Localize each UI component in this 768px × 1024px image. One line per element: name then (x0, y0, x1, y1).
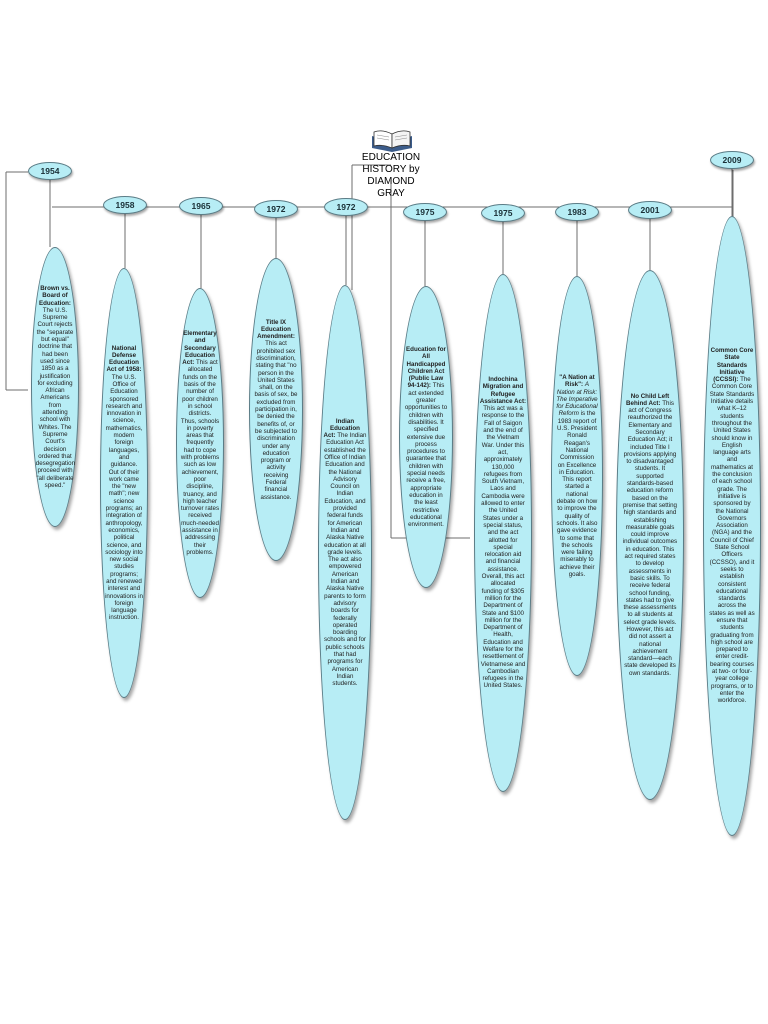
year-label: 1965 (179, 197, 223, 215)
event-description: Title IX Education Amendment: This act p… (254, 319, 297, 501)
event-ellipse (703, 216, 761, 836)
event-heading: Education for All Handicapped Children A… (406, 346, 446, 390)
year-label: 1975 (481, 204, 525, 222)
event-description: Brown vs. Board of Education: The U.S. S… (35, 285, 76, 490)
event-body: This act allocated funds on the basis of… (180, 359, 220, 556)
year-label: 1958 (103, 196, 147, 214)
event-description: "A Nation at Risk": A Nation at Risk: Th… (556, 374, 598, 578)
event-body: This act extended greater opportunities … (404, 382, 448, 529)
event-body: This act was a response to the Fall of S… (480, 405, 526, 690)
event-ellipse (399, 286, 453, 588)
event-heading: Indian Education Act: (323, 417, 360, 440)
event-ellipse (616, 270, 684, 800)
event-ellipse (176, 288, 224, 598)
diagram-title: EDUCATION HISTORY by DIAMOND GRAY (361, 152, 421, 199)
year-label: 2001 (628, 201, 672, 219)
event-description: National Defense Education Act of 1958: … (105, 345, 143, 622)
event-heading: Title IX Education Amendment: (257, 318, 295, 341)
event-body: This act prohibited sex discrimination, … (254, 340, 298, 501)
year-label: 1972 (324, 198, 368, 216)
event-ellipse (318, 285, 372, 820)
open-book-icon (370, 128, 414, 152)
event-body: The U.S. Supreme Court rejects the "sepa… (35, 306, 76, 490)
event-description: Indochina Migration and Refugee Assistan… (480, 376, 526, 690)
year-label: 1983 (555, 203, 599, 221)
event-body: This act of Congress reauthorized the El… (622, 399, 678, 677)
event-ellipse (551, 276, 603, 676)
event-description: No Child Left Behind Act: This act of Co… (623, 393, 677, 678)
year-label: 1972 (254, 200, 298, 218)
event-description: Elementary and Secondary Education Act: … (181, 330, 219, 556)
year-label: 2009 (710, 151, 754, 169)
event-body: The Common Core State Standards Initiati… (709, 376, 755, 705)
event-heading: Brown vs. Board of Education: (39, 285, 71, 307)
event-heading: National Defense Education Act of 1958: (106, 344, 142, 374)
event-heading: Elementary and Secondary Education Act: (182, 330, 217, 367)
event-body: The U.S. Office of Education sponsored r… (105, 373, 143, 622)
event-heading: No Child Left Behind Act: (626, 392, 670, 407)
event-ellipse (249, 258, 303, 561)
event-ellipse (100, 268, 148, 698)
event-heading: Indochina Migration and Refugee Assistan… (479, 376, 527, 405)
event-heading: "A Nation at Risk": (559, 374, 595, 389)
event-description: Education for All Handicapped Children A… (404, 346, 447, 528)
event-heading: Common Core State Standards Initiative (… (710, 347, 754, 384)
event-report-title: A Nation at Risk: The Imperative for Edu… (556, 381, 598, 418)
year-label: 1975 (403, 203, 447, 221)
event-ellipse (474, 274, 532, 792)
event-body: is the 1983 report of U.S. President Ron… (556, 410, 598, 579)
event-description: Common Core State Standards Initiative (… (709, 347, 755, 705)
year-label: 1954 (28, 162, 72, 180)
event-body: The Indian Education Act established the… (324, 432, 367, 688)
event-ellipse (31, 247, 79, 527)
event-description: Indian Education Act: The Indian Educati… (323, 418, 366, 688)
